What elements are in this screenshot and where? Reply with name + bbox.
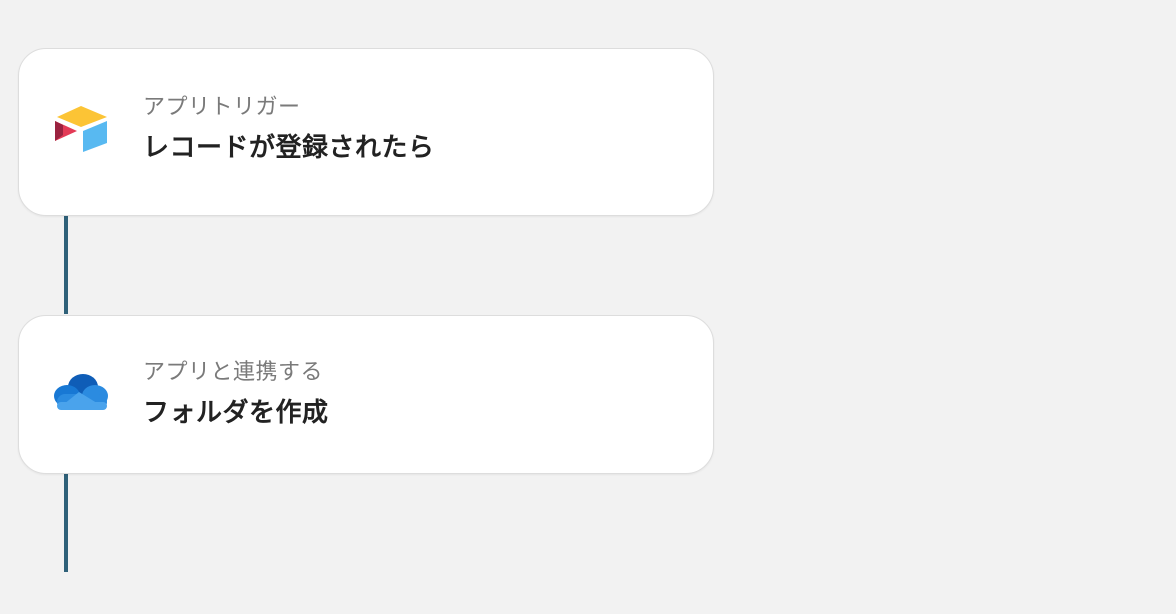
step-text: アプリと連携する フォルダを作成 bbox=[143, 358, 329, 430]
step-category-label: アプリと連携する bbox=[143, 360, 324, 385]
step-text: アプリトリガー レコードが登録されたら bbox=[143, 93, 435, 165]
step-title: レコードが登録されたら bbox=[143, 133, 435, 163]
flow-connector-line bbox=[64, 474, 68, 572]
step-category-label: アプリトリガー bbox=[143, 95, 301, 120]
flow-step-trigger-card[interactable]: アプリトリガー レコードが登録されたら bbox=[18, 48, 714, 216]
airtable-icon bbox=[53, 101, 109, 157]
step-title: フォルダを作成 bbox=[143, 398, 329, 428]
flow-step-action-card[interactable]: アプリと連携する フォルダを作成 bbox=[18, 315, 714, 474]
flow-connector-line bbox=[64, 216, 68, 314]
onedrive-icon bbox=[53, 364, 109, 420]
